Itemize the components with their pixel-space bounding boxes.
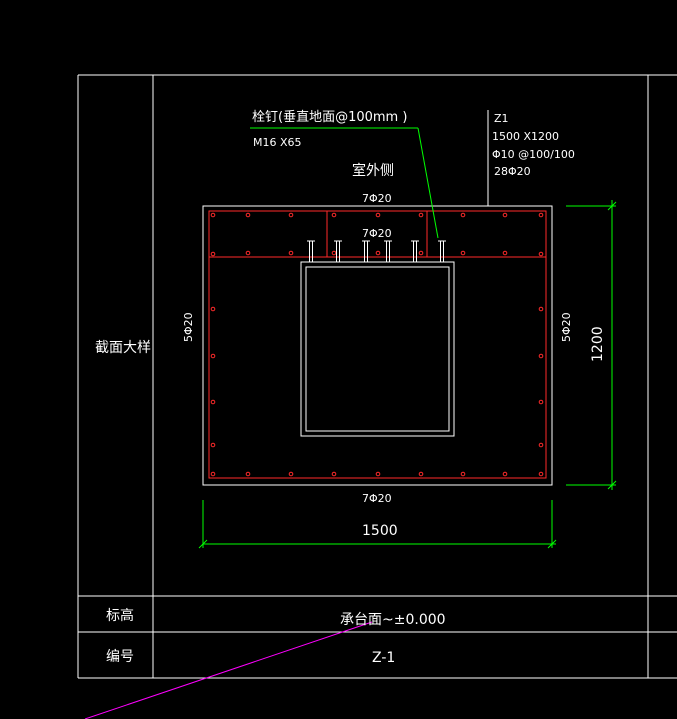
dim-height-label: 1200 [590,326,606,362]
rebar-bottom-3 [331,471,337,477]
dim-height-tick-top [607,201,617,211]
stud-shaft-1 [336,240,340,263]
stud-shaft-3 [386,240,390,263]
rebar-top-4 [375,212,381,218]
stud-2 [362,240,370,263]
column-size-label: 1500 X1200 [492,130,559,143]
rebar-bottom-4 [375,471,381,477]
number-value: Z-1 [372,650,395,666]
rebar-left-1 [210,306,216,312]
steel-box-inner [305,266,450,432]
rebar-bottom-0 [210,471,216,477]
bottom-rebar-label: 7Φ20 [362,492,392,505]
rebar-bottom-1 [245,471,251,477]
rebar-top-5 [418,212,424,218]
rebar-cage [208,210,547,479]
rebar-right-1 [538,306,544,312]
magenta-line [84,621,373,719]
dimension-lines [198,200,617,549]
rebar-right-2 [538,353,544,359]
rebar-bottom-2 [288,471,294,477]
left-rebar-label: 5Φ20 [182,312,195,342]
rebar-left-2 [210,353,216,359]
rebar-top-0 [210,212,216,218]
dim-width-tick-left [198,539,208,549]
rebar-bottom-6 [460,471,466,477]
stud-3 [384,240,392,263]
stud-leader-arrow [417,127,439,239]
rebar-inner-2 [331,250,337,256]
column-id-label: Z1 [494,112,509,125]
dim-height-tick-bottom [607,480,617,490]
rebar-left-3 [210,399,216,405]
rebar-top-6 [460,212,466,218]
stud-4 [411,240,419,263]
section-row-label: 截面大样 [95,340,151,356]
right-rebar-label: 5Φ20 [560,312,573,342]
rebar-right-4 [538,442,544,448]
top-rebar-label: 7Φ20 [362,192,392,205]
rebar-top-3 [331,212,337,218]
steel-box-outer [300,261,455,437]
rebar-top-2 [288,212,294,218]
rebar-inner-3 [375,250,381,256]
stirrup-outer [208,210,547,479]
rebar-bottom-5 [418,471,424,477]
stud-0 [307,240,315,263]
main-rebar-label: 28Φ20 [494,165,531,178]
stud-shaft-5 [440,240,444,263]
rebar-top-8 [538,212,544,218]
shear-studs [307,240,446,263]
leader-lines [84,110,489,719]
rebar-left-0 [210,251,216,257]
rebar-top-7 [502,212,508,218]
rebar-right-0 [538,251,544,257]
stud-shaft-2 [364,240,368,263]
rebar-top-1 [245,212,251,218]
rebar-bottom-7 [502,471,508,477]
steel-section [300,261,455,437]
rebar-right-3 [538,399,544,405]
stud-title-label: 栓钉(垂直地面@100mm ) [252,110,407,125]
rebar-bottom-8 [538,471,544,477]
stirrup-label: Φ10 @100/100 [492,148,575,161]
table-frame [77,74,677,679]
rebar-inner-5 [460,250,466,256]
outside-side-label: 室外侧 [352,162,394,179]
inner-rebar-label: 7Φ20 [362,227,392,240]
stud-1 [334,240,342,263]
rebar-dots [210,212,544,477]
stud-5 [438,240,446,263]
dim-width-tick-right [547,539,557,549]
rebar-inner-4 [418,250,424,256]
number-row-label: 编号 [106,649,134,665]
rebar-inner-0 [245,250,251,256]
elevation-row-label: 标高 [106,607,134,624]
stud-spec-label: M16 X65 [253,136,302,149]
rebar-inner-1 [288,250,294,256]
dim-width-label: 1500 [362,523,398,539]
column-outline [202,205,553,486]
stud-shaft-4 [413,240,417,263]
rebar-left-4 [210,442,216,448]
rebar-inner-6 [502,250,508,256]
elevation-value: 承台面~±0.000 [340,612,446,628]
stud-shaft-0 [309,240,313,263]
